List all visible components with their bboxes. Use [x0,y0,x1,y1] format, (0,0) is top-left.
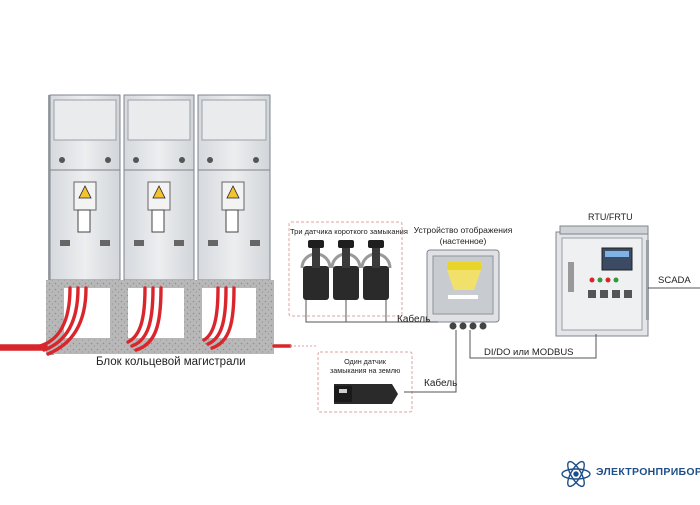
earth-sensor-label-line1: Один датчик [344,357,386,366]
switchgear-cabinet-2 [123,94,195,281]
connection-lines [290,287,700,393]
display-label-line1: Устройство отображения [413,225,513,235]
earth-fault-sensor [317,351,413,413]
interface-label: DI/DO или MODBUS [484,347,574,358]
three-sensors-label: Три датчика короткого замыкания [290,227,408,236]
switchgear-cabinet-1 [49,94,121,281]
earth-sensor-label: Один датчик замыкания на землю [330,357,400,375]
cable-label-upper: Кабель [397,314,431,325]
display-label-line2: (настенное) [439,236,487,246]
ring-unit-label: Блок кольцевой магистрали [96,356,246,368]
atom-icon [561,460,591,488]
earth-sensor-label-line2: замыкания на землю [330,366,401,375]
switchgear-cabinet-3 [197,94,271,281]
short-circuit-sensor-3 [360,240,392,300]
display-unit [426,249,500,330]
display-label: Устройство отображения (настенное) [406,225,520,247]
cable-label-lower: Кабель [424,378,458,389]
short-circuit-sensor-2 [330,240,362,300]
rtu-cabinet [555,225,649,337]
power-cables [0,286,292,356]
rtu-label: RTU/FRTU [588,212,633,222]
short-circuit-sensors [288,221,403,317]
concrete-base [46,280,274,354]
logo-text: ЭЛЕКТРОНПРИБОР [596,466,700,478]
short-circuit-sensor-1 [300,240,332,300]
ring-main-unit [0,94,292,356]
scada-label: SCADA [658,275,691,286]
